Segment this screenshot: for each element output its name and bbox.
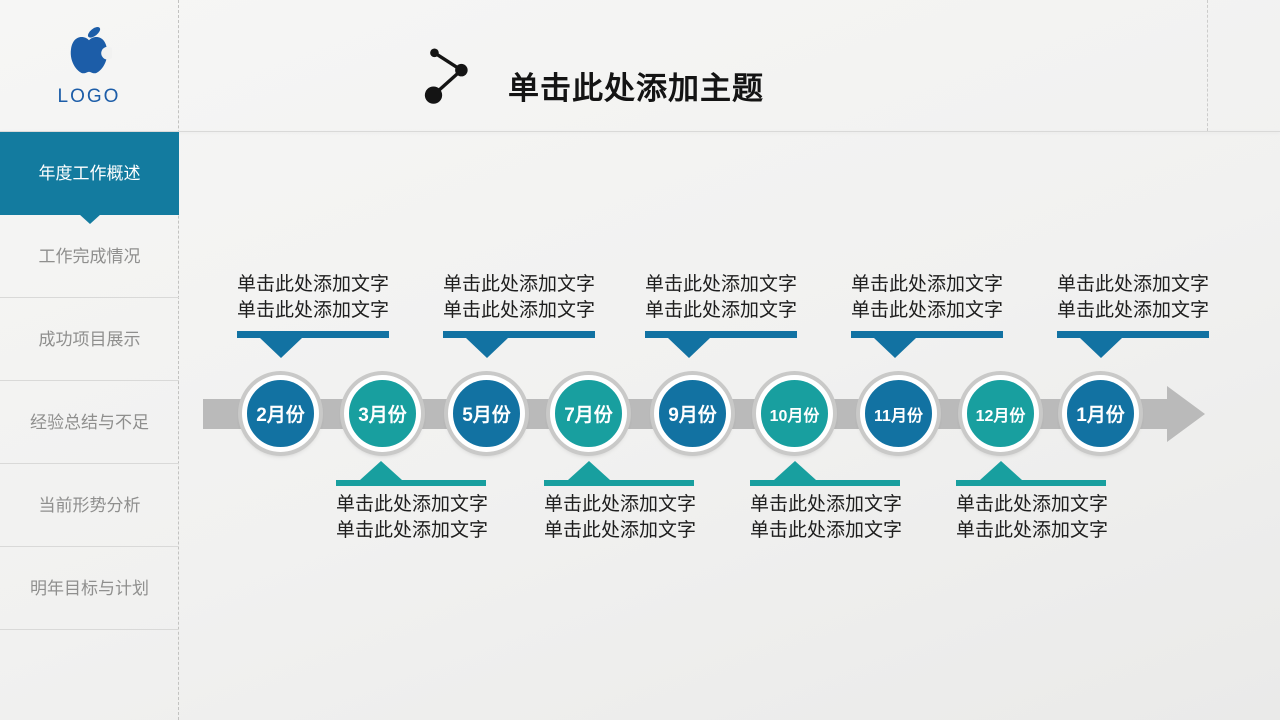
callout-pointer-down-icon — [874, 338, 916, 358]
sidebar-item-label: 当前形势分析 — [38, 496, 141, 515]
callout-bar — [443, 331, 595, 338]
callout-pointer-down-icon — [668, 338, 710, 358]
callout-text-line[interactable]: 单击此处添加文字 — [443, 300, 596, 321]
callout-bottom: 单击此处添加文字 单击此处添加文字 — [336, 461, 488, 544]
callout-text-line[interactable]: 单击此处添加文字 — [851, 300, 1004, 321]
month-label: 5月份 — [462, 405, 511, 426]
logo-label: LOGO — [57, 85, 121, 107]
callout-bar — [544, 480, 694, 486]
timeline-arrowhead-icon — [1167, 386, 1205, 442]
callout-text-line[interactable]: 单击此处添加文字 — [750, 520, 903, 541]
callout-pointer-up-icon — [360, 461, 402, 480]
callout-text-line[interactable]: 单击此处添加文字 — [237, 274, 390, 295]
timeline-node: 12月份 — [962, 375, 1039, 452]
timeline-node: 7月份 — [550, 375, 627, 452]
callout-pointer-down-icon — [260, 338, 302, 358]
callout-bar — [851, 331, 1003, 338]
callout-text-line[interactable]: 单击此处添加文字 — [645, 300, 798, 321]
callout-bar — [645, 331, 797, 338]
callout-text-line[interactable]: 单击此处添加文字 — [956, 520, 1109, 541]
sidebar-divider-dashed — [178, 0, 179, 720]
sidebar-item-label: 明年目标与计划 — [30, 579, 149, 598]
callout-text-line[interactable]: 单击此处添加文字 — [956, 494, 1109, 515]
callout-text-line[interactable]: 单击此处添加文字 — [544, 520, 697, 541]
sidebar-item-situation-analysis[interactable]: 当前形势分析 — [0, 464, 179, 547]
timeline-node: 11月份 — [860, 375, 937, 452]
sidebar-item-label: 经验总结与不足 — [30, 413, 149, 432]
header-divider — [0, 131, 1280, 132]
callout-bar — [1057, 331, 1209, 338]
month-label: 7月份 — [564, 405, 613, 426]
sidebar-item-label: 成功项目展示 — [38, 330, 141, 349]
callout-bottom: 单击此处添加文字 单击此处添加文字 — [750, 461, 902, 544]
apple-logo-icon — [66, 24, 115, 83]
sidebar-item-work-completion[interactable]: 工作完成情况 — [0, 215, 179, 298]
callout-bar — [956, 480, 1106, 486]
callout-top: 单击此处添加文字 单击此处添加文字 — [237, 272, 389, 358]
header-right-divider — [1207, 0, 1208, 131]
month-label: 2月份 — [256, 405, 305, 426]
callout-text-line[interactable]: 单击此处添加文字 — [750, 494, 903, 515]
callout-bottom: 单击此处添加文字 单击此处添加文字 — [544, 461, 696, 544]
month-label: 3月份 — [358, 405, 407, 426]
sidebar-item-next-year-plan[interactable]: 明年目标与计划 — [0, 547, 179, 630]
callout-bottom: 单击此处添加文字 单击此处添加文字 — [956, 461, 1108, 544]
callout-text-line[interactable]: 单击此处添加文字 — [645, 274, 798, 295]
sidebar: 年度工作概述 工作完成情况 成功项目展示 经验总结与不足 当前形势分析 明年目标… — [0, 131, 179, 630]
callout-text-line[interactable]: 单击此处添加文字 — [336, 494, 489, 515]
sidebar-item-label: 工作完成情况 — [38, 247, 141, 266]
month-label: 10月份 — [769, 407, 820, 425]
timeline-node: 10月份 — [756, 375, 833, 452]
share-nodes-icon — [421, 44, 471, 109]
logo-area: LOGO — [0, 0, 178, 131]
callout-top: 单击此处添加文字 单击此处添加文字 — [851, 272, 1003, 358]
sidebar-item-annual-overview[interactable]: 年度工作概述 — [0, 132, 179, 224]
page-title[interactable]: 单击此处添加主题 — [508, 71, 764, 106]
callout-top: 单击此处添加文字 单击此处添加文字 — [1057, 272, 1209, 358]
callout-text-line[interactable]: 单击此处添加文字 — [336, 520, 489, 541]
callout-bar — [336, 480, 486, 486]
timeline-node: 1月份 — [1062, 375, 1139, 452]
callout-text-line[interactable]: 单击此处添加文字 — [1057, 274, 1210, 295]
callout-bar — [750, 480, 900, 486]
callout-text-line[interactable]: 单击此处添加文字 — [851, 274, 1004, 295]
callout-pointer-up-icon — [980, 461, 1022, 480]
timeline-node: 3月份 — [344, 375, 421, 452]
timeline-node: 5月份 — [448, 375, 525, 452]
callout-bar — [237, 331, 389, 338]
month-label: 11月份 — [874, 407, 923, 425]
month-label: 9月份 — [668, 405, 717, 426]
callout-pointer-down-icon — [466, 338, 508, 358]
timeline-node: 9月份 — [654, 375, 731, 452]
callout-pointer-up-icon — [774, 461, 816, 480]
callout-top: 单击此处添加文字 单击此处添加文字 — [443, 272, 595, 358]
callout-text-line[interactable]: 单击此处添加文字 — [1057, 300, 1210, 321]
callout-text-line[interactable]: 单击此处添加文字 — [443, 274, 596, 295]
active-item-pointer-icon — [78, 214, 101, 224]
sidebar-item-label: 年度工作概述 — [38, 164, 141, 183]
callout-pointer-down-icon — [1080, 338, 1122, 358]
month-label: 1月份 — [1076, 405, 1125, 426]
timeline-node: 2月份 — [242, 375, 319, 452]
callout-text-line[interactable]: 单击此处添加文字 — [237, 300, 390, 321]
sidebar-item-successful-projects[interactable]: 成功项目展示 — [0, 298, 179, 381]
callout-pointer-up-icon — [568, 461, 610, 480]
sidebar-item-experience-summary[interactable]: 经验总结与不足 — [0, 381, 179, 464]
callout-top: 单击此处添加文字 单击此处添加文字 — [645, 272, 797, 358]
month-label: 12月份 — [975, 407, 1026, 425]
callout-text-line[interactable]: 单击此处添加文字 — [544, 494, 697, 515]
